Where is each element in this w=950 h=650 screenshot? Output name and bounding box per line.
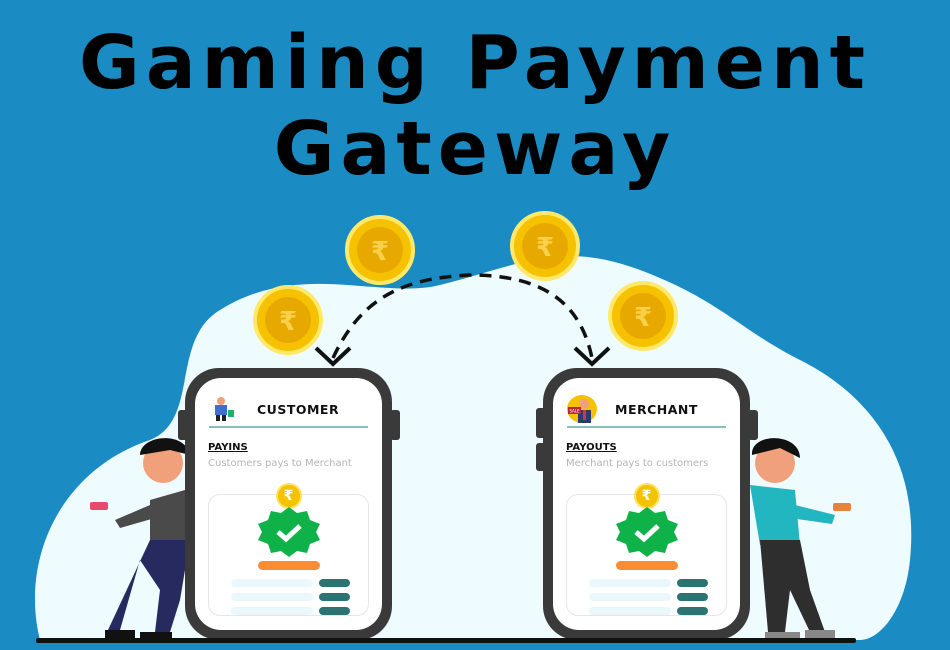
verified-badge-icon bbox=[615, 507, 678, 557]
phone-side-button bbox=[178, 410, 188, 440]
title-line-2: Gateway bbox=[273, 106, 677, 192]
phone-side-button bbox=[748, 410, 758, 440]
detail-rows bbox=[589, 579, 708, 621]
merchant-phone-screen: SALE MERCHANT PAYOUTS Merchant pays to c… bbox=[553, 378, 740, 630]
customer-person-illustration bbox=[90, 438, 190, 640]
svg-text:₹: ₹ bbox=[371, 237, 389, 267]
phone-side-button bbox=[536, 443, 546, 471]
detail-rows bbox=[231, 579, 350, 621]
detail-row bbox=[589, 607, 708, 615]
rupee-coin-icon: ₹ bbox=[510, 211, 580, 281]
rupee-coin-icon: ₹ bbox=[253, 285, 323, 355]
customer-label: CUSTOMER bbox=[257, 401, 340, 417]
merchant-label: MERCHANT bbox=[615, 401, 698, 417]
amount-bar bbox=[615, 561, 678, 570]
merchant-header: SALE MERCHANT bbox=[567, 392, 726, 428]
svg-text:₹: ₹ bbox=[279, 307, 297, 337]
title-line-1: Gaming Payment bbox=[78, 20, 872, 106]
detail-row bbox=[231, 607, 350, 615]
verified-badge-icon bbox=[257, 507, 320, 557]
ground-line bbox=[36, 638, 856, 643]
customer-header: CUSTOMER bbox=[209, 392, 368, 428]
payouts-heading: PAYOUTS bbox=[566, 442, 617, 453]
svg-text:SALE: SALE bbox=[569, 409, 580, 414]
merchant-phone: SALE MERCHANT PAYOUTS Merchant pays to c… bbox=[543, 368, 750, 640]
phone-side-button bbox=[390, 410, 400, 440]
payment-card: ₹ bbox=[208, 483, 369, 616]
rupee-coin-icon: ₹ bbox=[608, 281, 678, 351]
payouts-description: Merchant pays to customers bbox=[566, 458, 709, 469]
merchant-person-illustration bbox=[750, 438, 851, 640]
rupee-coin-icon: ₹ bbox=[633, 483, 660, 509]
rupee-coin-icon: ₹ bbox=[345, 215, 415, 285]
payment-card: ₹ bbox=[566, 483, 727, 616]
payins-description: Customers pays to Merchant bbox=[208, 458, 352, 469]
phone-side-button bbox=[536, 408, 546, 438]
transfer-arrow-path bbox=[331, 273, 594, 359]
amount-bar bbox=[257, 561, 320, 570]
svg-text:₹: ₹ bbox=[634, 303, 652, 333]
svg-text:₹: ₹ bbox=[536, 233, 554, 263]
detail-row bbox=[231, 593, 350, 601]
merchant-avatar-icon: SALE bbox=[567, 395, 597, 423]
detail-row bbox=[589, 579, 708, 587]
arrow-head-right-icon bbox=[573, 346, 611, 367]
rupee-coin-icon: ₹ bbox=[275, 483, 302, 509]
detail-row bbox=[231, 579, 350, 587]
payins-heading: PAYINS bbox=[208, 442, 248, 453]
customer-phone-screen: CUSTOMER PAYINS Customers pays to Mercha… bbox=[195, 378, 382, 630]
detail-row bbox=[589, 593, 708, 601]
arrow-head-left-icon bbox=[314, 346, 352, 367]
customer-phone: CUSTOMER PAYINS Customers pays to Mercha… bbox=[185, 368, 392, 640]
customer-avatar-icon bbox=[209, 395, 239, 423]
